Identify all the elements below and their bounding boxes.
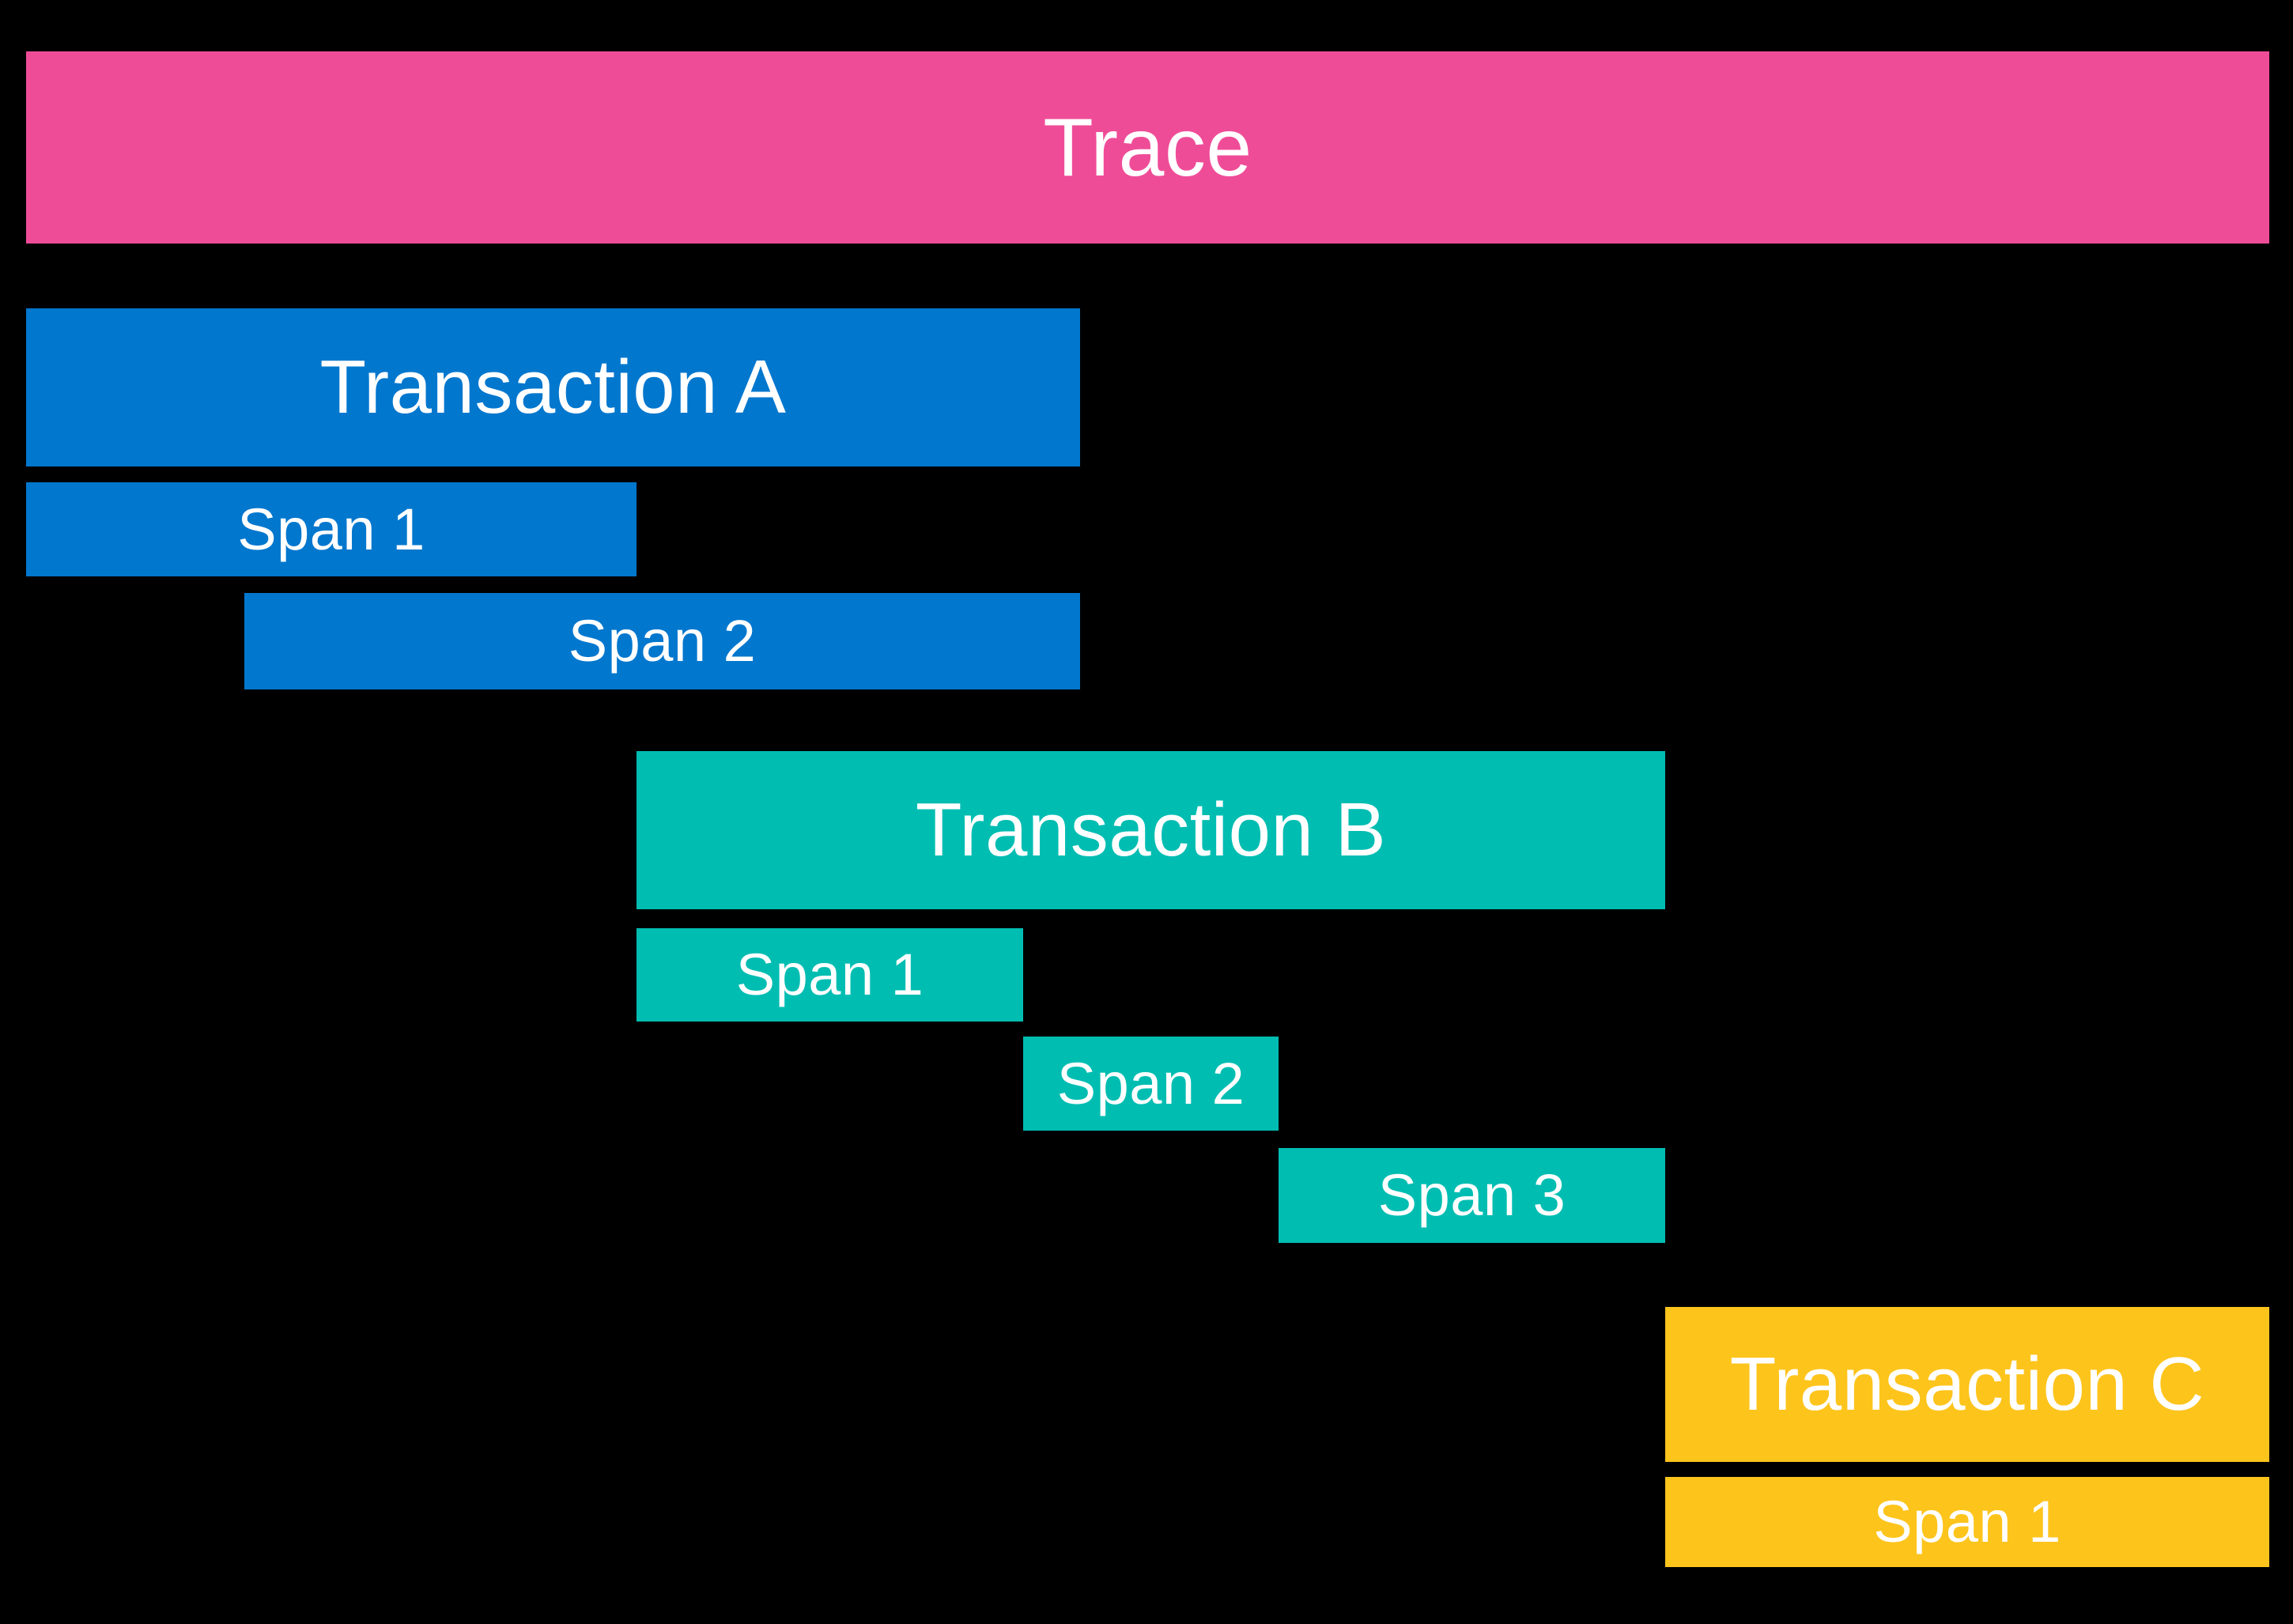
transaction-c-bar: Transaction C	[1665, 1307, 2269, 1462]
transaction-a-bar: Transaction A	[26, 308, 1080, 466]
transaction-c-span-1-bar-label: Span 1	[1873, 1489, 2061, 1554]
transaction-b-span-3-bar-label: Span 3	[1377, 1162, 1566, 1228]
transaction-a-span-1-bar-label: Span 1	[237, 496, 425, 562]
transaction-b-span-2-bar: Span 2	[1023, 1037, 1279, 1131]
transaction-a-span-2-bar-label: Span 2	[568, 608, 757, 674]
transaction-c-span-1-bar: Span 1	[1665, 1477, 2269, 1567]
transaction-b-bar: Transaction B	[637, 751, 1665, 909]
transaction-b-span-1-bar: Span 1	[637, 928, 1023, 1022]
transaction-c-bar-label: Transaction C	[1729, 1342, 2205, 1426]
transaction-a-span-1-bar: Span 1	[26, 482, 637, 576]
transaction-b-bar-label: Transaction B	[915, 787, 1387, 872]
transaction-b-span-2-bar-label: Span 2	[1056, 1050, 1245, 1116]
transaction-a-bar-label: Transaction A	[319, 345, 787, 429]
transaction-a-span-2-bar: Span 2	[244, 593, 1080, 689]
trace-bar: Trace	[26, 51, 2269, 244]
trace-bar-label: Trace	[1043, 101, 1252, 194]
transaction-b-span-3-bar: Span 3	[1279, 1148, 1665, 1243]
transaction-b-span-1-bar-label: Span 1	[735, 942, 924, 1007]
